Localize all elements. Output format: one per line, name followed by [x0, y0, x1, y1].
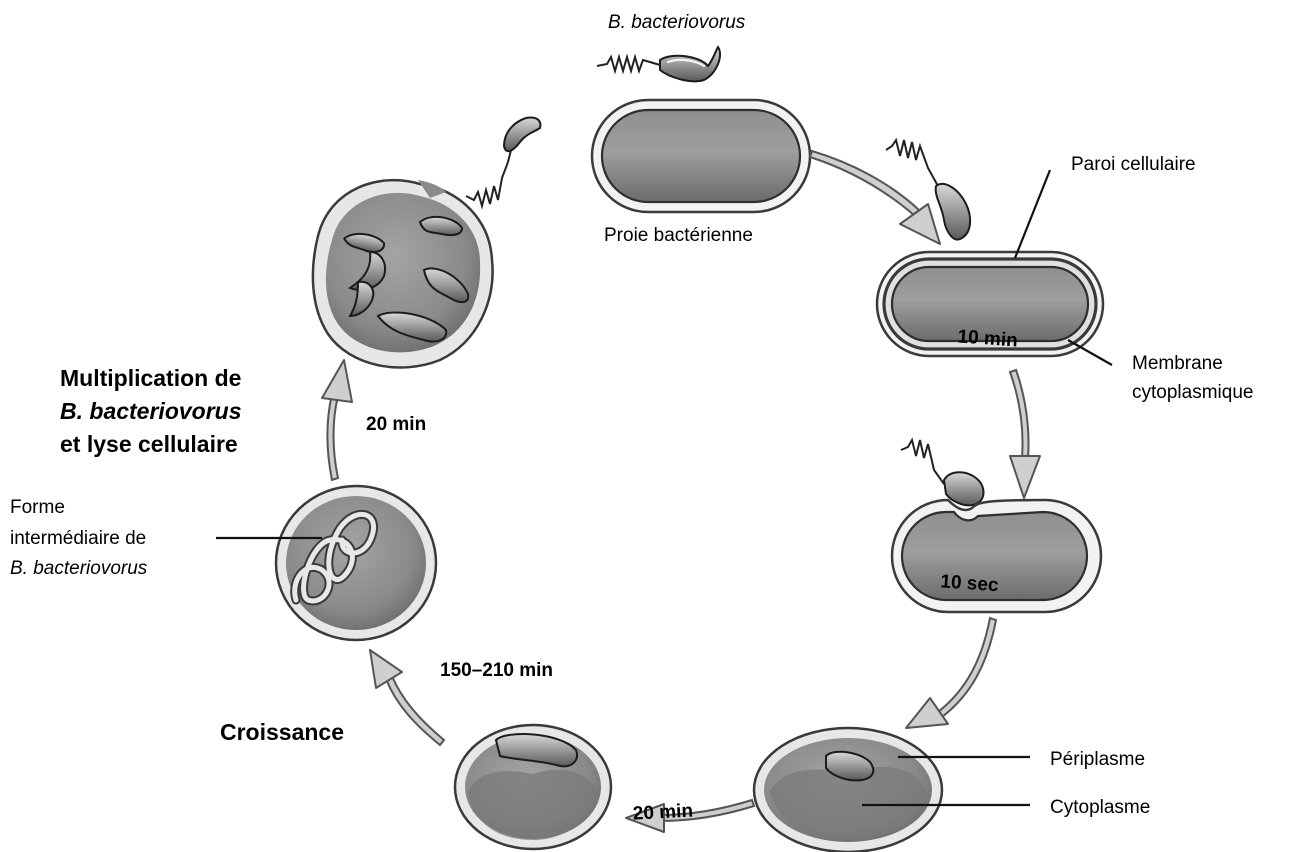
- arrow-attachment-to-penetration: [1010, 370, 1040, 498]
- multiplication-label-line2: B. bacteriovorus: [60, 398, 242, 424]
- bdellovibrio-free: [597, 47, 720, 81]
- timing-penetration: 10 sec: [940, 571, 1000, 596]
- membrane-label-line1: Membrane: [1132, 353, 1223, 374]
- stage-intermediate-form: [276, 486, 436, 640]
- intermediate-label-line3: B. bacteriovorus: [10, 558, 148, 579]
- stage-lysis: [313, 117, 541, 367]
- membrane-label-line2: cytoplasmique: [1132, 382, 1253, 403]
- growth-label: Croissance: [220, 719, 344, 745]
- bdellovibrio-released: [466, 117, 540, 206]
- timing-lysis: 20 min: [366, 414, 426, 435]
- timing-growth: 150–210 min: [440, 660, 553, 681]
- timing-attachment: 10 min: [957, 326, 1019, 351]
- stage-attachment: [877, 140, 1103, 356]
- stage-growth: [455, 725, 611, 849]
- intermediate-label-line1: Forme: [10, 497, 65, 518]
- predator-label: B. bacteriovorus: [608, 12, 746, 33]
- arrow-growth-to-intermediate: [370, 650, 444, 745]
- intermediate-label-line2: intermédiaire de: [10, 528, 146, 549]
- prey-bacterium: [592, 100, 810, 212]
- stage-prey: [592, 47, 810, 212]
- multiplication-label-line3: et lyse cellulaire: [60, 431, 238, 457]
- bdellovibrio-penetrating: [901, 440, 984, 505]
- arrow-penetration-to-bdelloplast: [906, 618, 996, 728]
- arrow-intermediate-to-lysis: [322, 360, 352, 480]
- cell-wall-leader: [1015, 170, 1050, 258]
- periplasm-label: Périplasme: [1050, 749, 1145, 770]
- stage-bdelloplast: [754, 728, 942, 852]
- cytoplasm-label: Cytoplasme: [1050, 797, 1150, 818]
- arrow-prey-to-attachment: [810, 151, 940, 244]
- timing-bdelloplast: 20 min: [632, 801, 693, 825]
- membrane-leader: [1068, 340, 1112, 365]
- cell-wall-label: Paroi cellulaire: [1071, 154, 1196, 175]
- prey-label: Proie bactérienne: [604, 225, 753, 246]
- multiplication-label-line1: Multiplication de: [60, 365, 241, 391]
